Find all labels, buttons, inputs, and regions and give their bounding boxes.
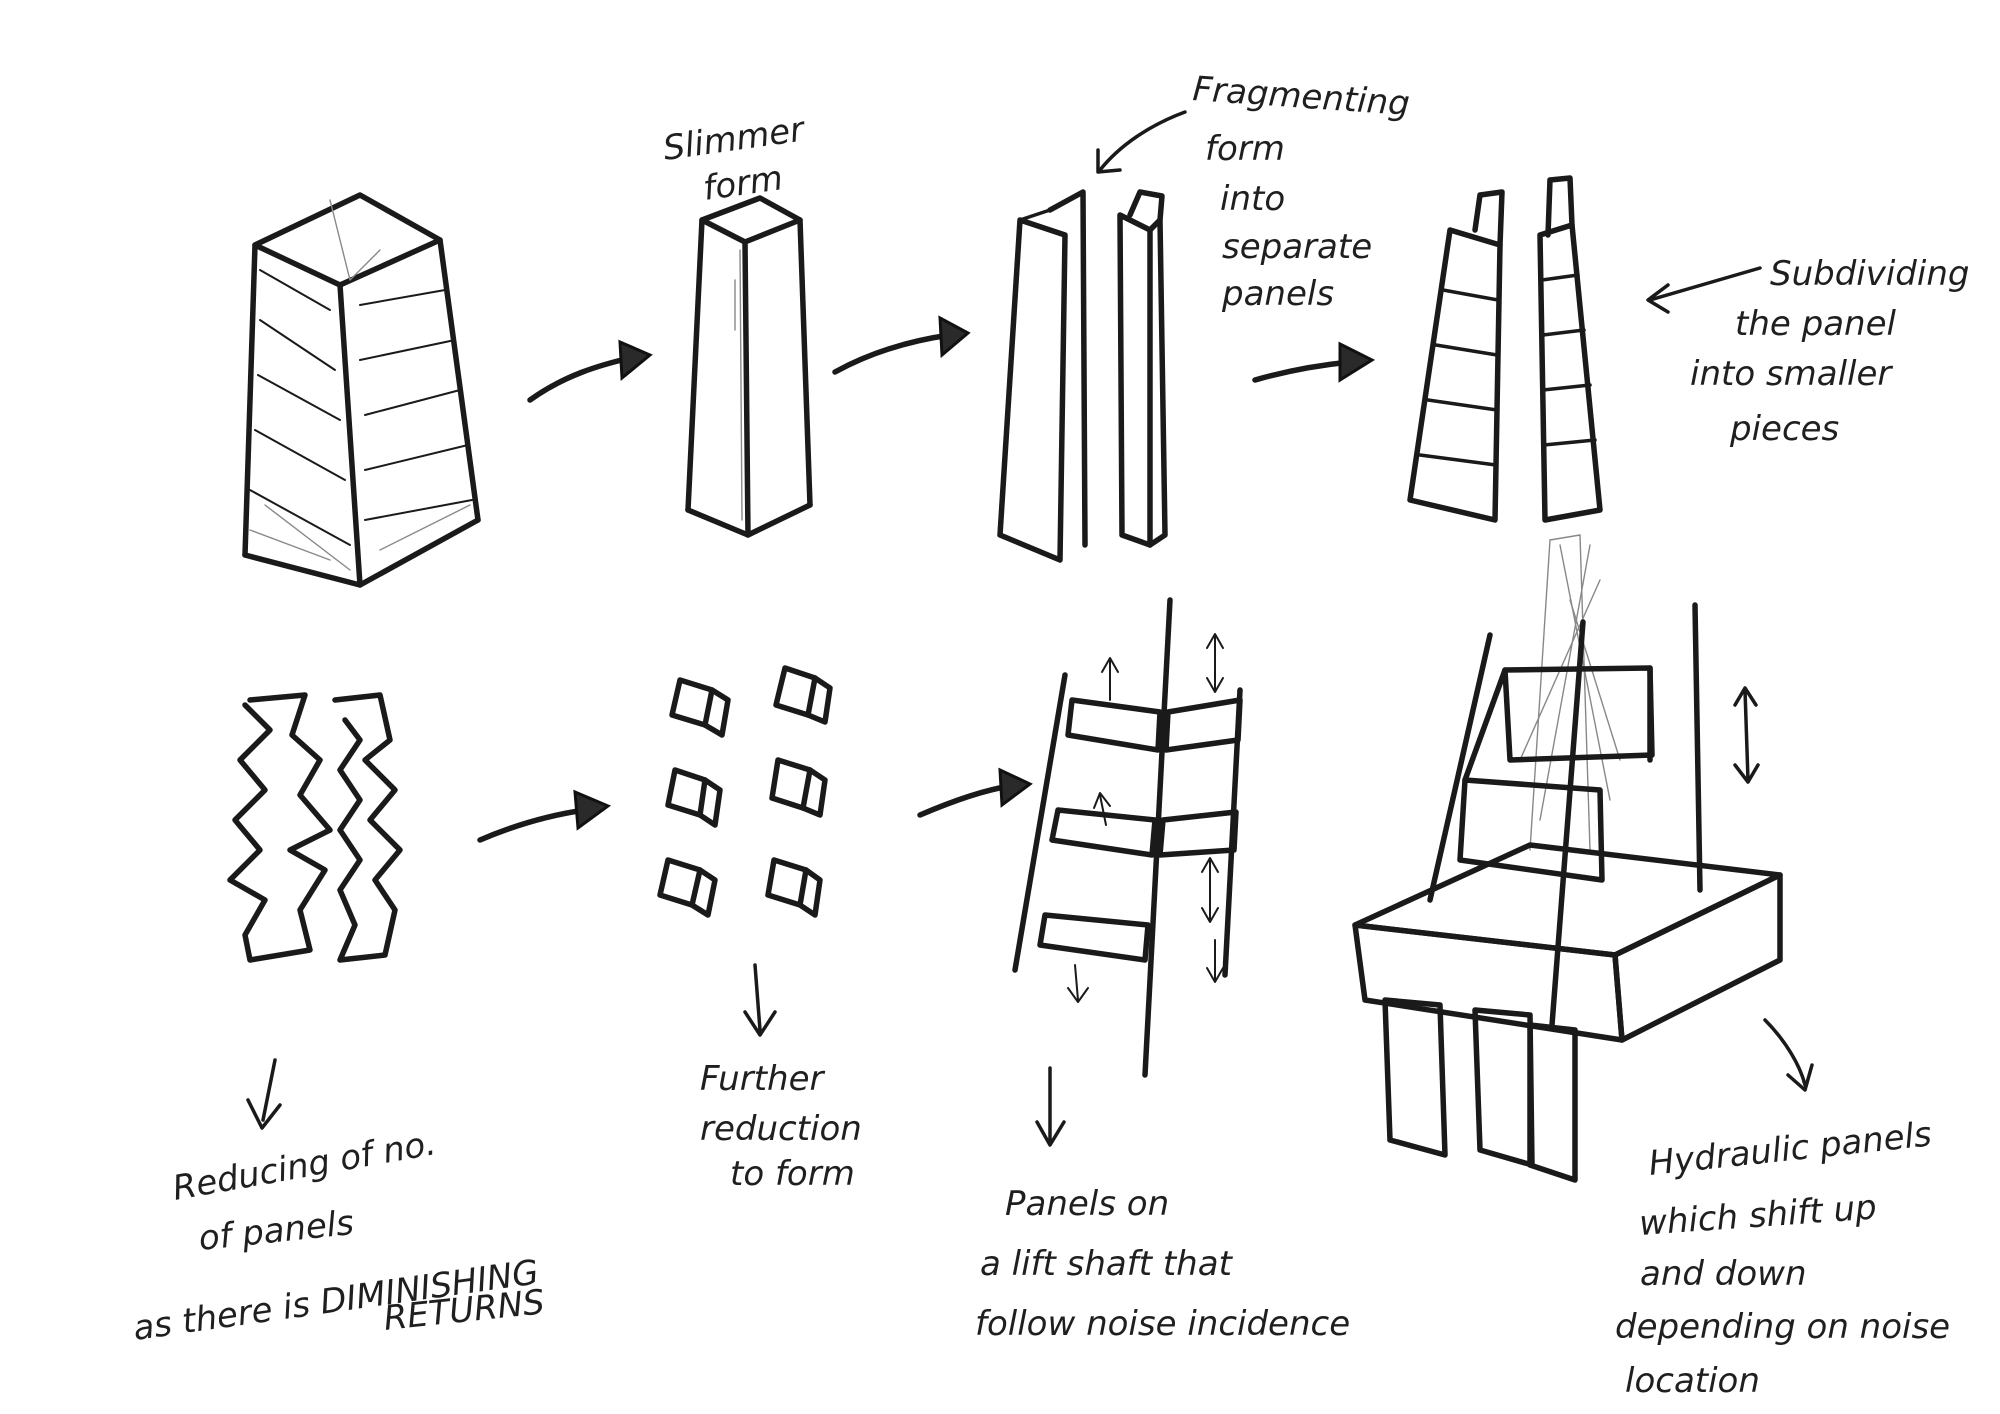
svg-text:pieces: pieces — [1729, 409, 1839, 449]
arrow-right-icon — [480, 792, 608, 840]
svg-text:Panels on: Panels on — [1005, 1184, 1169, 1224]
tower-sketch-8 — [1355, 535, 1780, 1180]
svg-text:depending on noise: depending on noise — [1615, 1307, 1950, 1347]
svg-text:reduction: reduction — [700, 1109, 862, 1149]
svg-text:the panel: the panel — [1735, 304, 1896, 344]
svg-text:separate: separate — [1222, 227, 1372, 267]
svg-text:form: form — [701, 158, 786, 209]
note-lift: Panels on a lift shaft that follow noise… — [975, 1068, 1350, 1344]
svg-text:Slimmer: Slimmer — [661, 109, 809, 169]
svg-text:Reducing of no.: Reducing of no. — [170, 1123, 439, 1209]
svg-text:to form: to form — [730, 1154, 855, 1194]
arrow-right-icon — [835, 318, 968, 372]
tower-sketch-1 — [245, 195, 478, 585]
svg-text:Further: Further — [700, 1059, 826, 1099]
svg-text:a lift shaft that: a lift shaft that — [980, 1244, 1234, 1284]
svg-text:which shift up: which shift up — [1638, 1187, 1878, 1243]
tower-sketch-5 — [230, 695, 400, 960]
svg-text:location: location — [1625, 1361, 1760, 1401]
svg-text:and down: and down — [1640, 1254, 1807, 1294]
svg-text:Hydraulic panels: Hydraulic panels — [1647, 1114, 1934, 1183]
note-hydraulic: Hydraulic panels which shift up and down… — [1615, 1020, 1950, 1401]
tower-sketch-7 — [1015, 600, 1240, 1075]
svg-text:form: form — [1205, 129, 1285, 169]
note-reducing: Reducing of no. of panels as there is DI… — [131, 1060, 547, 1349]
svg-text:panels: panels — [1221, 274, 1334, 314]
svg-text:Fragmenting: Fragmenting — [1191, 69, 1411, 124]
svg-text:into smaller: into smaller — [1690, 354, 1893, 394]
svg-text:of panels: of panels — [197, 1203, 356, 1259]
note-further: Further reduction to form — [700, 965, 862, 1194]
arrow-right-icon — [530, 342, 650, 400]
arrow-right-icon — [1255, 344, 1372, 380]
tower-sketch-4 — [1410, 178, 1600, 520]
note-slimmer: Slimmer form — [661, 109, 809, 209]
svg-text:into: into — [1220, 179, 1285, 219]
svg-text:Subdividing: Subdividing — [1770, 254, 1969, 294]
tower-sketch-6 — [660, 668, 830, 915]
svg-text:follow noise incidence: follow noise incidence — [975, 1304, 1350, 1344]
arrow-right-icon — [920, 770, 1030, 815]
tower-sketch-2 — [688, 198, 810, 535]
note-subdividing: Subdividing the panel into smaller piece… — [1648, 254, 1969, 449]
tower-sketch-3 — [1000, 192, 1165, 560]
